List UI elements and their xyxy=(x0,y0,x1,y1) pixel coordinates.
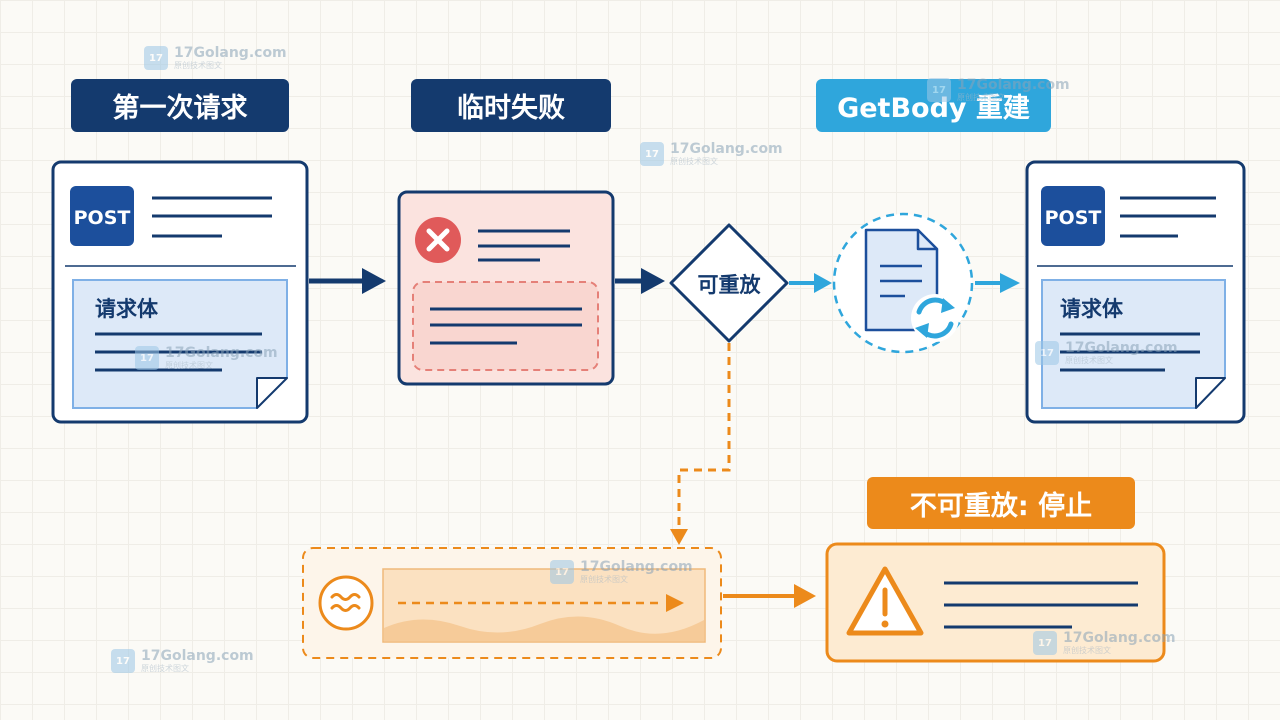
post-badge xyxy=(70,186,134,246)
stop-warning-box xyxy=(825,542,1166,663)
arrow-failure-to-decision xyxy=(615,268,665,294)
post-method-label: POST xyxy=(74,207,131,229)
error-x-icon xyxy=(415,217,461,263)
rebuilt-post-method-label: POST xyxy=(1045,207,1102,229)
document-refresh-icon xyxy=(864,228,959,342)
replayable-decision: 可重放 xyxy=(669,223,789,343)
request-body-label: 请求体 xyxy=(95,297,159,321)
rebuilt-body-label: 请求体 xyxy=(1060,297,1124,321)
rebuilt-request-card: POST 请求体 xyxy=(1025,160,1246,424)
arrow-getbody-to-rebuilt xyxy=(975,273,1020,293)
label-not-replayable-stop: 不可重放: 停止 xyxy=(867,477,1135,529)
stream-waves-icon xyxy=(318,575,374,631)
warning-icon xyxy=(846,566,924,636)
consumed-stream-box xyxy=(302,547,722,659)
request-card: POST 请求体 xyxy=(51,160,309,424)
rebuilt-post-badge xyxy=(1041,186,1105,246)
arrow-stream-to-stop xyxy=(723,584,816,608)
path-not-replayable xyxy=(670,343,731,545)
arrow-decision-to-getbody xyxy=(789,273,832,293)
decision-text: 可重放 xyxy=(698,273,762,297)
getbody-rebuild-node xyxy=(832,212,974,354)
label-first-request: 第一次请求 xyxy=(71,79,289,132)
failure-card xyxy=(397,190,615,386)
arrow-request-to-failure xyxy=(309,268,386,294)
label-temporary-failure: 临时失败 xyxy=(411,79,611,132)
